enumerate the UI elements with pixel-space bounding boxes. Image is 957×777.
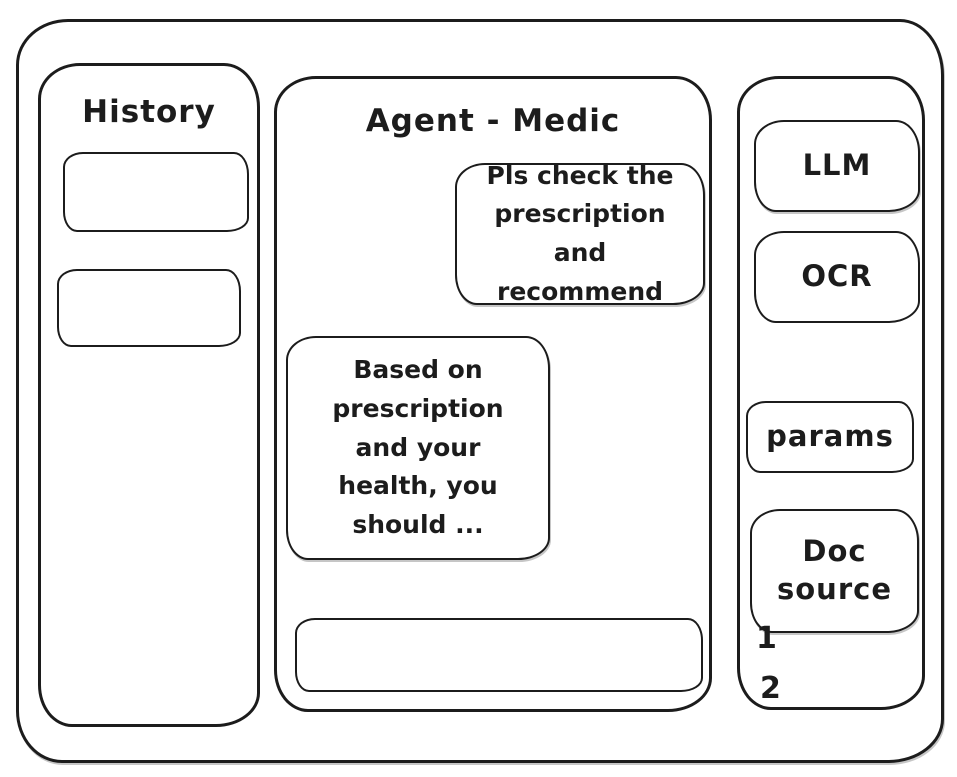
user-message-text: Pls check the prescription and recommend [486,160,674,306]
history-item[interactable] [57,269,241,347]
tools-panel: LLM OCR params Doc source 1 2 [737,76,925,710]
chat-title: Agent - Medic [365,103,621,139]
user-message-bubble: Pls check the prescription and recommend [455,161,705,306]
message-input[interactable] [295,618,703,692]
chat-panel: Agent - Medic Pls check the prescription… [274,76,712,712]
llm-button[interactable]: LLM [754,120,920,212]
doc-source-button[interactable]: Doc source [750,509,919,633]
history-item[interactable] [63,152,249,232]
assistant-message-bubble: Based on prescription and your health, y… [286,336,550,560]
doc-source-item-2[interactable]: 2 [760,671,781,706]
assistant-message-text: Based on prescription and your health, y… [332,355,504,540]
history-panel: History [38,63,260,727]
params-button[interactable]: params [746,401,914,473]
ocr-button[interactable]: OCR [754,231,920,323]
doc-source-item-1[interactable]: 1 [756,621,777,656]
history-panel-title: History [82,94,216,130]
